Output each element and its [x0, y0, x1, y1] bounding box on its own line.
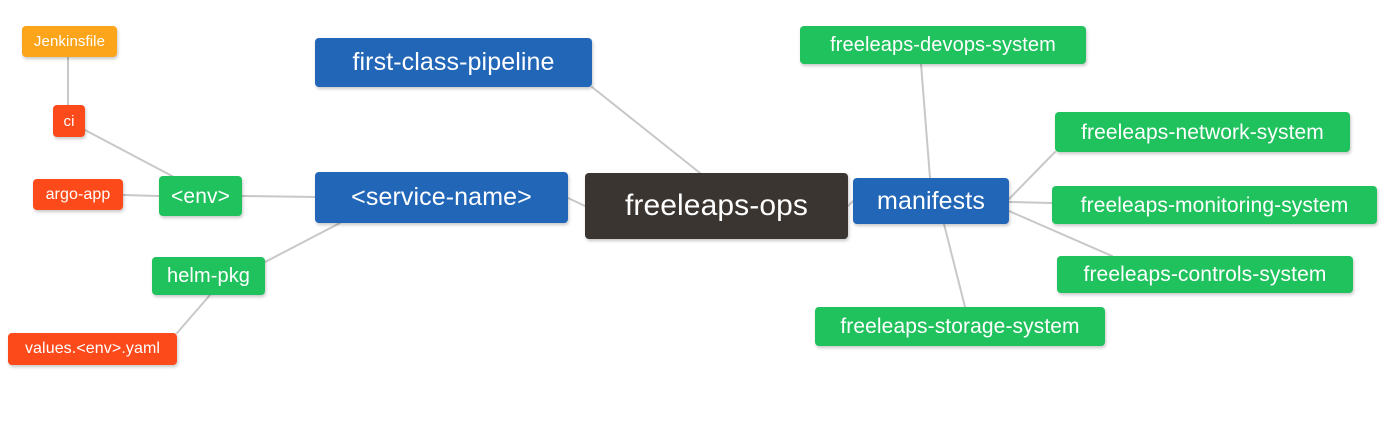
edge-manifests-to-storage: [943, 223, 966, 308]
node-label: values.<env>.yaml: [24, 340, 161, 357]
node-devops[interactable]: freeleaps-devops-system: [800, 26, 1086, 64]
node-label: freeleaps-storage-system: [840, 315, 1080, 338]
node-label: first-class-pipeline: [352, 48, 555, 76]
node-monitoring[interactable]: freeleaps-monitoring-system: [1052, 186, 1377, 224]
node-ci[interactable]: ci: [53, 105, 85, 137]
node-jenkins[interactable]: Jenkinsfile: [22, 26, 117, 57]
edge-service-to-env: [241, 195, 316, 198]
edge-root-to-service: [567, 197, 586, 207]
node-root[interactable]: freeleaps-ops: [585, 173, 848, 239]
node-label: freeleaps-controls-system: [1083, 263, 1327, 286]
edge-service-to-helm: [264, 222, 341, 263]
node-env[interactable]: <env>: [159, 176, 242, 216]
edge-env-to-ci: [84, 129, 173, 177]
node-label: argo-app: [45, 185, 111, 203]
node-label: freeleaps-network-system: [1081, 120, 1324, 144]
node-network[interactable]: freeleaps-network-system: [1055, 112, 1350, 152]
node-manifests[interactable]: manifests: [853, 178, 1009, 224]
edge-manifests-to-devops: [920, 63, 931, 179]
node-storage[interactable]: freeleaps-storage-system: [815, 307, 1105, 346]
node-label: Jenkinsfile: [33, 33, 106, 50]
node-label: freeleaps-ops: [624, 189, 809, 222]
edge-env-to-argo: [122, 194, 160, 197]
node-values[interactable]: values.<env>.yaml: [8, 333, 177, 365]
node-label: ci: [63, 112, 75, 130]
edge-helm-to-values: [176, 294, 211, 334]
node-label: <service-name>: [351, 183, 532, 211]
node-argo[interactable]: argo-app: [33, 179, 123, 210]
node-label: manifests: [877, 186, 985, 215]
node-label: helm-pkg: [166, 265, 251, 287]
node-label: freeleaps-monitoring-system: [1080, 193, 1349, 217]
edge-manifests-to-monitoring: [1008, 201, 1053, 204]
node-service[interactable]: <service-name>: [315, 172, 568, 223]
edge-root-to-pipeline: [591, 86, 701, 174]
edge-manifests-to-network: [1008, 151, 1056, 200]
node-label: freeleaps-devops-system: [830, 34, 1056, 56]
node-controls[interactable]: freeleaps-controls-system: [1057, 256, 1353, 293]
node-label: <env>: [171, 184, 230, 208]
node-pipeline[interactable]: first-class-pipeline: [315, 38, 592, 87]
node-helm[interactable]: helm-pkg: [152, 257, 265, 295]
